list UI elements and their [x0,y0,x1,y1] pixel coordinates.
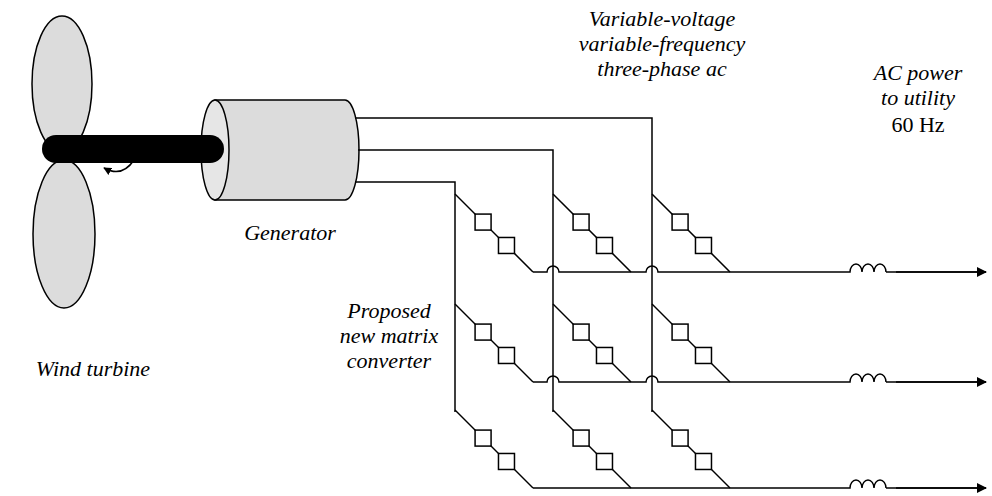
switch-symbol [672,324,688,340]
switch-lead [455,304,533,382]
switch-symbol [475,324,491,340]
generator-body [215,100,359,200]
switch-symbol [672,214,688,230]
switch-symbol [475,430,491,446]
caption-label: Variable-voltage variable-frequency thre… [562,6,762,81]
switch-symbol [695,347,711,363]
output-arrow [896,381,986,383]
output-arrow [896,271,986,273]
turbine-blade [33,160,95,308]
rotation-arrow [104,160,134,172]
output-line [533,264,986,272]
switch-symbol [672,430,688,446]
switch-symbol [596,237,612,253]
switch-symbol [596,453,612,469]
switch-lead [553,304,631,382]
switch-symbol [695,453,711,469]
output-line [533,374,986,382]
caption-label: 60 Hz [866,112,970,137]
switch-symbol [573,214,589,230]
generator [201,100,359,200]
switch-symbol [695,237,711,253]
input-wire [355,182,455,412]
switch-symbol [498,453,514,469]
switch-lead [553,410,631,488]
switch-symbol [573,324,589,340]
converter-wiring [355,118,986,488]
switch-symbol [573,430,589,446]
switch-array [455,194,730,488]
output-line [533,480,986,488]
switch-lead [455,410,533,488]
caption-label: Generator [220,220,360,245]
caption-label: Proposed new matrix converter [332,298,446,373]
caption-label: AC power to utility [866,60,970,110]
turbine-shaft [42,135,224,163]
switch-lead [455,194,533,272]
switch-symbol [498,237,514,253]
switch-symbol [475,214,491,230]
output-arrow [896,487,986,489]
switch-symbol [596,347,612,363]
switch-lead [652,304,730,382]
turbine-blade [32,16,92,152]
switch-symbol [498,347,514,363]
switch-lead [652,410,730,488]
caption-label: Wind turbine [8,356,178,381]
switch-lead [652,194,730,272]
switch-lead [553,194,631,272]
